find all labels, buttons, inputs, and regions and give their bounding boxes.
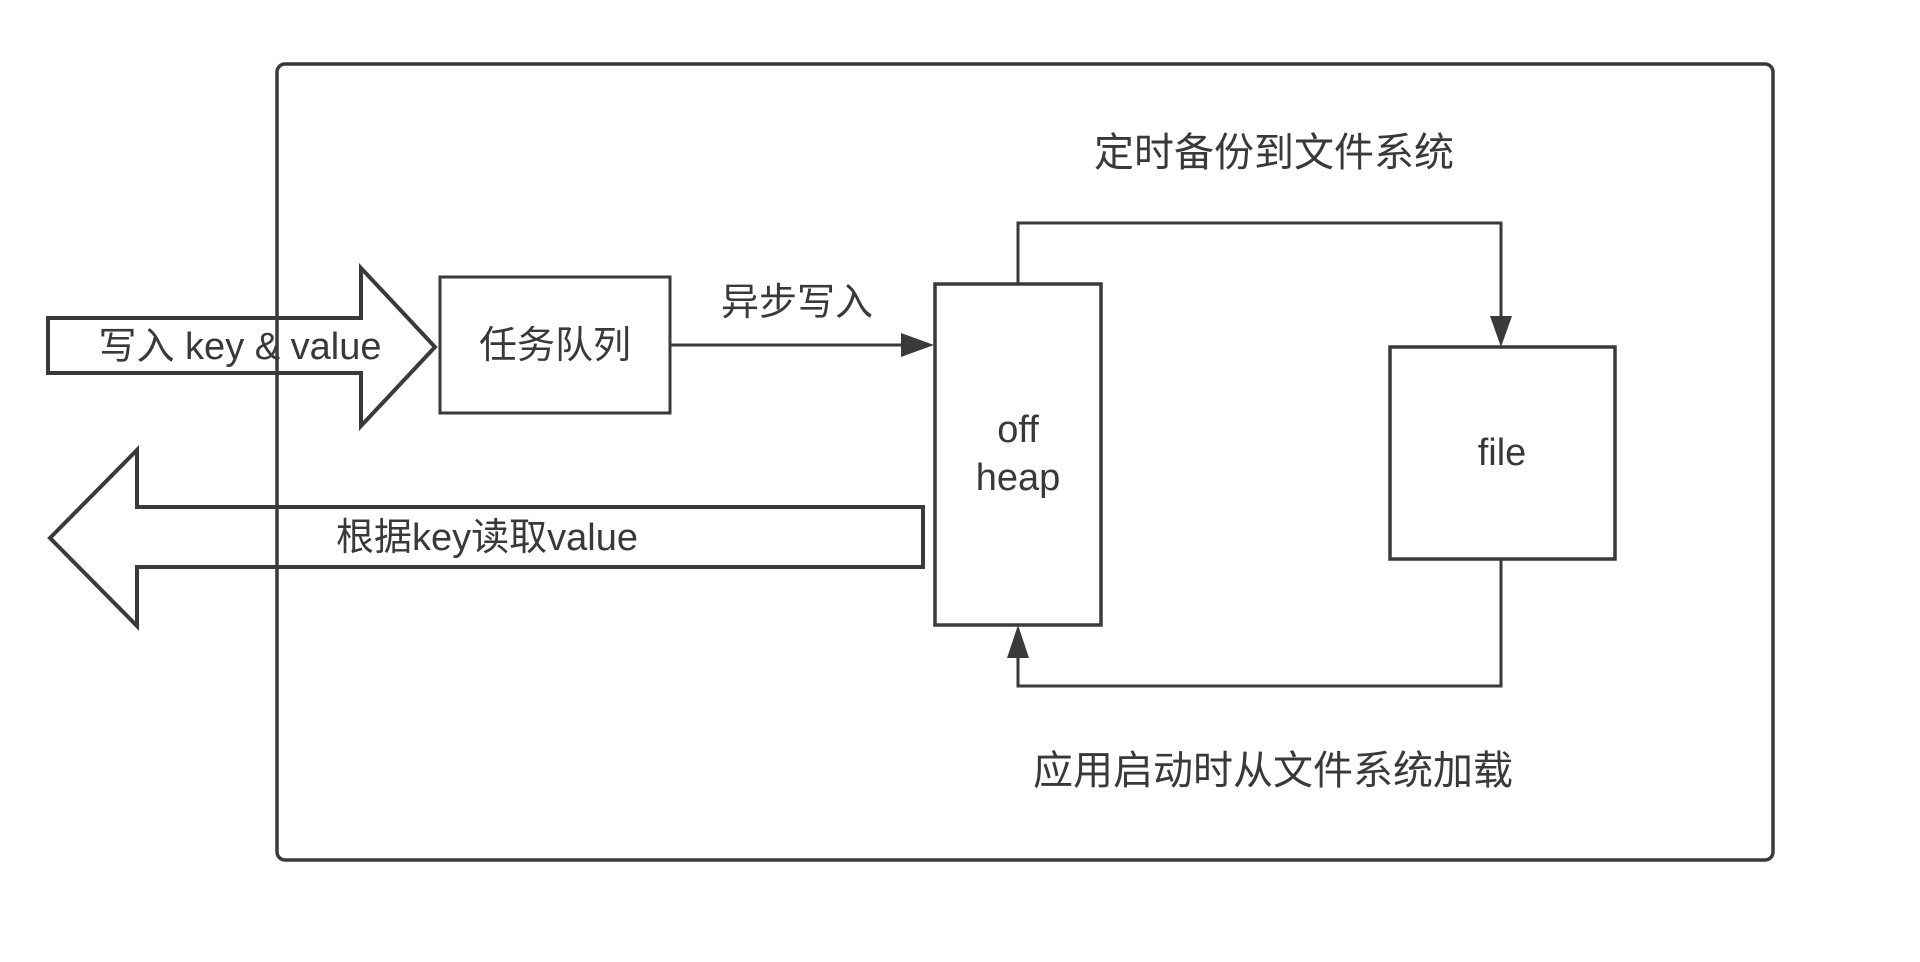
off-heap-label-line1: off — [997, 409, 1039, 451]
task-queue-label: 任务队列 — [479, 325, 631, 367]
load-arrowhead — [1007, 625, 1029, 658]
off-heap-box — [933, 282, 1103, 627]
off-heap-label-line2: heap — [976, 457, 1061, 499]
write-arrow-shape — [46, 262, 438, 432]
load-label: 应用启动时从文件系统加载 — [1033, 749, 1513, 793]
system-boundary-box — [275, 62, 1775, 862]
backup-connector — [1016, 221, 1503, 317]
file-label: file — [1478, 432, 1527, 474]
async-write-arrowhead — [901, 333, 934, 357]
read-arrow-label: 根据key读取value — [336, 517, 638, 559]
async-write-label: 异步写入 — [721, 282, 873, 324]
backup-arrowhead — [1490, 316, 1512, 347]
write-arrow-label: 写入 key & value — [99, 326, 382, 368]
load-connector — [1016, 559, 1503, 688]
task-queue-box — [438, 275, 672, 415]
read-arrow-shape — [47, 445, 925, 631]
backup-label: 定时备份到文件系统 — [1094, 131, 1454, 175]
